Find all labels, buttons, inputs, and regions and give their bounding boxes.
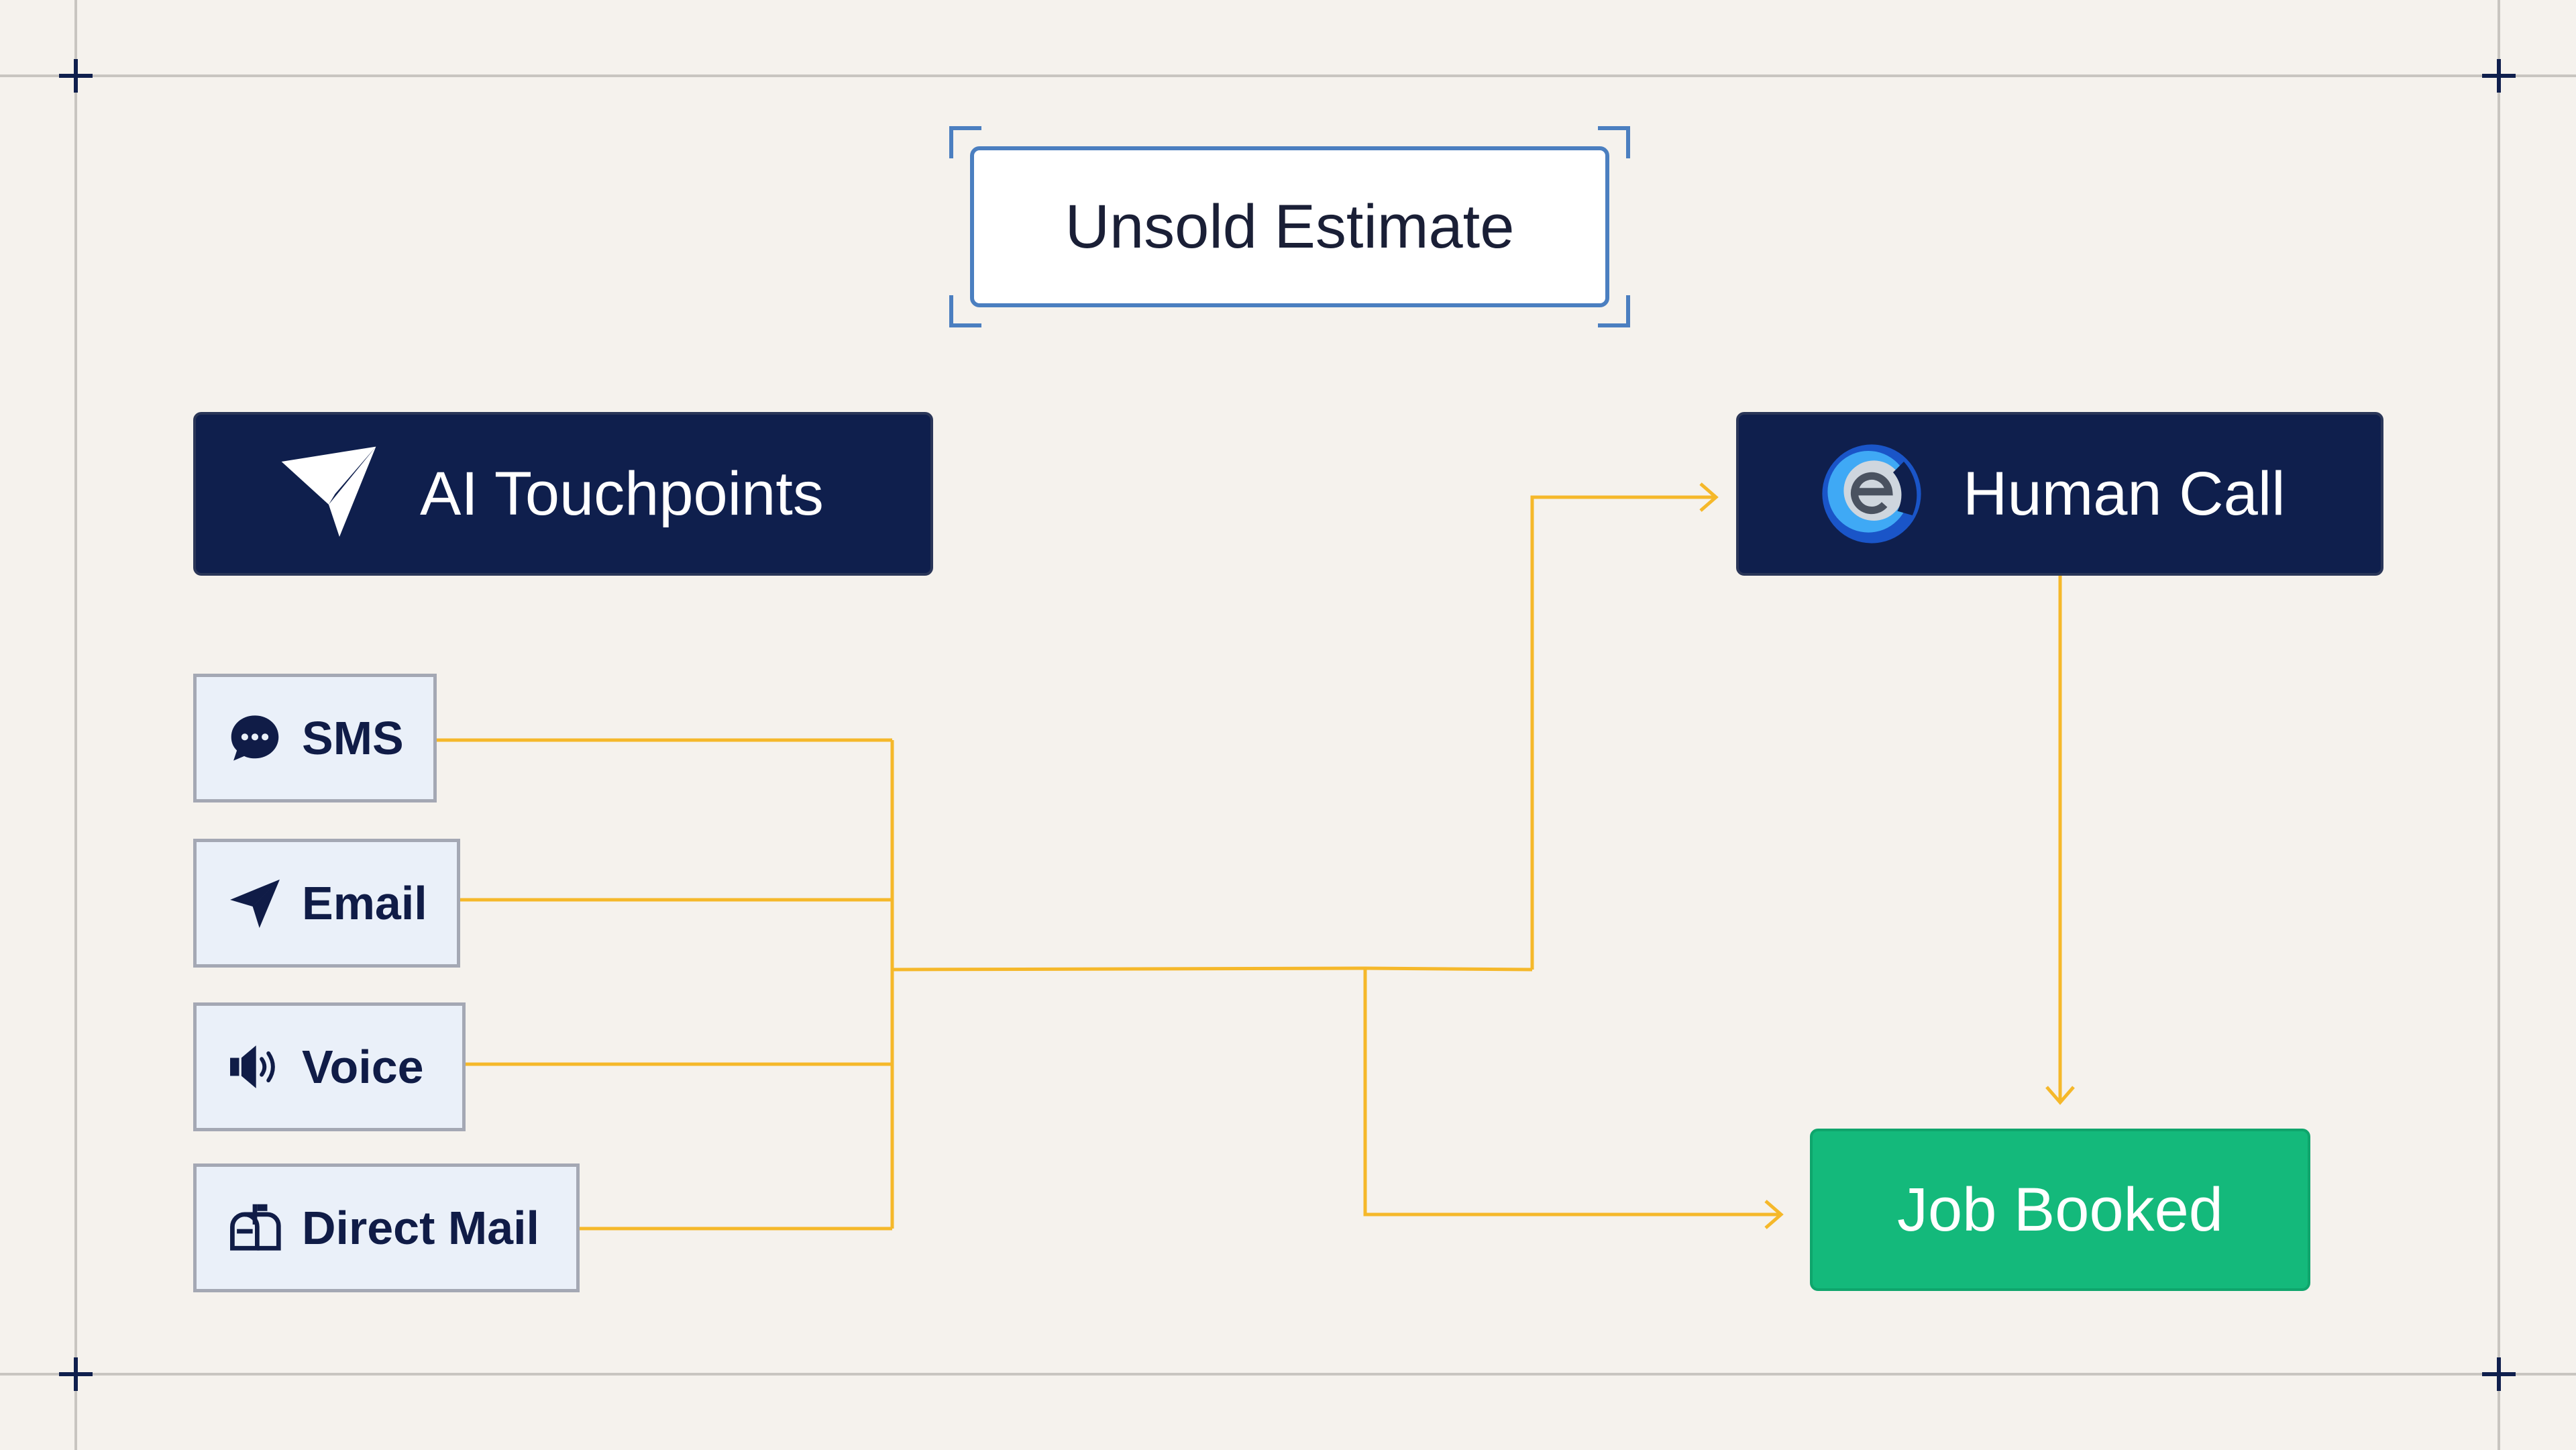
arrowhead-job-booked bbox=[1764, 1200, 1784, 1229]
paper-plane-logo-icon bbox=[281, 446, 376, 537]
unsold-estimate-label: Unsold Estimate bbox=[1065, 192, 1515, 261]
connectors bbox=[437, 482, 2075, 1231]
touchpoint-voice: Voice bbox=[193, 1002, 466, 1131]
touchpoint-direct-mail: Direct Mail bbox=[193, 1163, 580, 1292]
human-call-node: Human Call bbox=[1736, 412, 2383, 576]
globe-logo-icon bbox=[1822, 444, 1921, 543]
job-booked-label: Job Booked bbox=[1897, 1175, 2223, 1244]
chat-bubble-icon bbox=[231, 715, 279, 761]
touchpoint-voice-label: Voice bbox=[302, 1041, 424, 1093]
selection-brackets bbox=[949, 126, 1630, 327]
touchpoint-direct-mail-label: Direct Mail bbox=[302, 1202, 539, 1254]
unsold-estimate-node: Unsold Estimate bbox=[970, 146, 1609, 307]
arrowhead-human-call bbox=[1699, 482, 1719, 512]
ai-touchpoints-label: AI Touchpoints bbox=[420, 459, 824, 528]
bracket-top-left bbox=[949, 126, 981, 158]
speaker-icon bbox=[230, 1045, 275, 1088]
crosshair-bottom-right bbox=[2482, 1357, 2516, 1391]
ai-touchpoints-node: AI Touchpoints bbox=[193, 412, 933, 576]
crosshair-bottom-left bbox=[59, 1357, 93, 1391]
job-booked-node: Job Booked bbox=[1810, 1129, 2310, 1291]
connector-to-human-call bbox=[1530, 495, 1714, 970]
bracket-bottom-right bbox=[1598, 295, 1630, 327]
human-call-label: Human Call bbox=[1963, 459, 2286, 528]
touchpoint-email: Email bbox=[193, 839, 460, 968]
crosshair-top-left bbox=[59, 59, 93, 93]
arrowhead-down bbox=[2045, 1086, 2075, 1105]
connector-trunk bbox=[892, 966, 1533, 972]
touchpoint-sms-label: SMS bbox=[302, 712, 404, 764]
send-icon bbox=[230, 879, 280, 928]
touchpoint-email-label: Email bbox=[302, 877, 427, 929]
crosshair-top-right bbox=[2482, 59, 2516, 93]
touchpoint-sms: SMS bbox=[193, 674, 437, 802]
bracket-bottom-left bbox=[949, 295, 981, 327]
frame-crosshairs bbox=[59, 59, 2516, 1391]
connector-to-job-booked bbox=[1363, 968, 1779, 1216]
mailbox-icon bbox=[230, 1204, 281, 1251]
bracket-top-right bbox=[1598, 126, 1630, 158]
